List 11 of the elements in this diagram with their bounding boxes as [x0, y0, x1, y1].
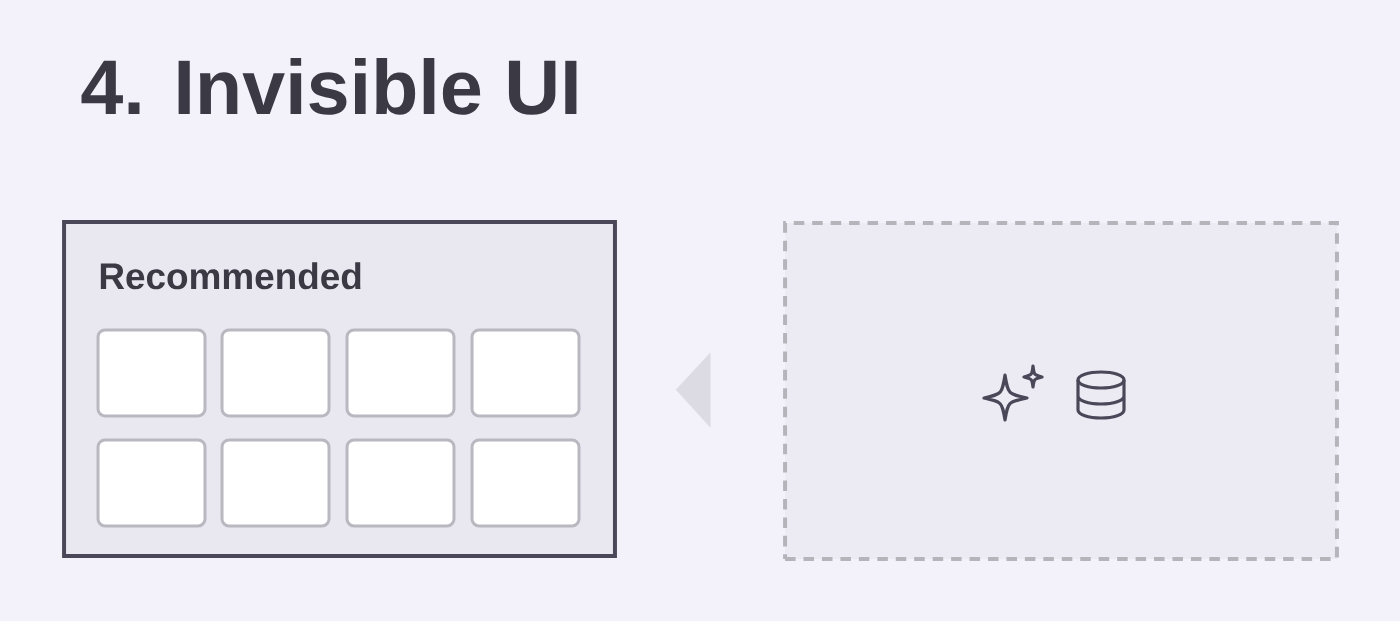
empty-tile: [96, 438, 207, 528]
empty-tile: [220, 438, 331, 528]
empty-tile: [96, 328, 207, 418]
empty-tile: [470, 328, 581, 418]
title: 4. Invisible UI: [81, 58, 577, 115]
empty-tile: [220, 328, 331, 418]
empty-tile: [345, 328, 456, 418]
empty-tile: [470, 438, 581, 528]
arrow-triangle: [675, 352, 711, 428]
dashed-placeholder-area: [783, 221, 1339, 561]
empty-tile: [345, 438, 456, 528]
